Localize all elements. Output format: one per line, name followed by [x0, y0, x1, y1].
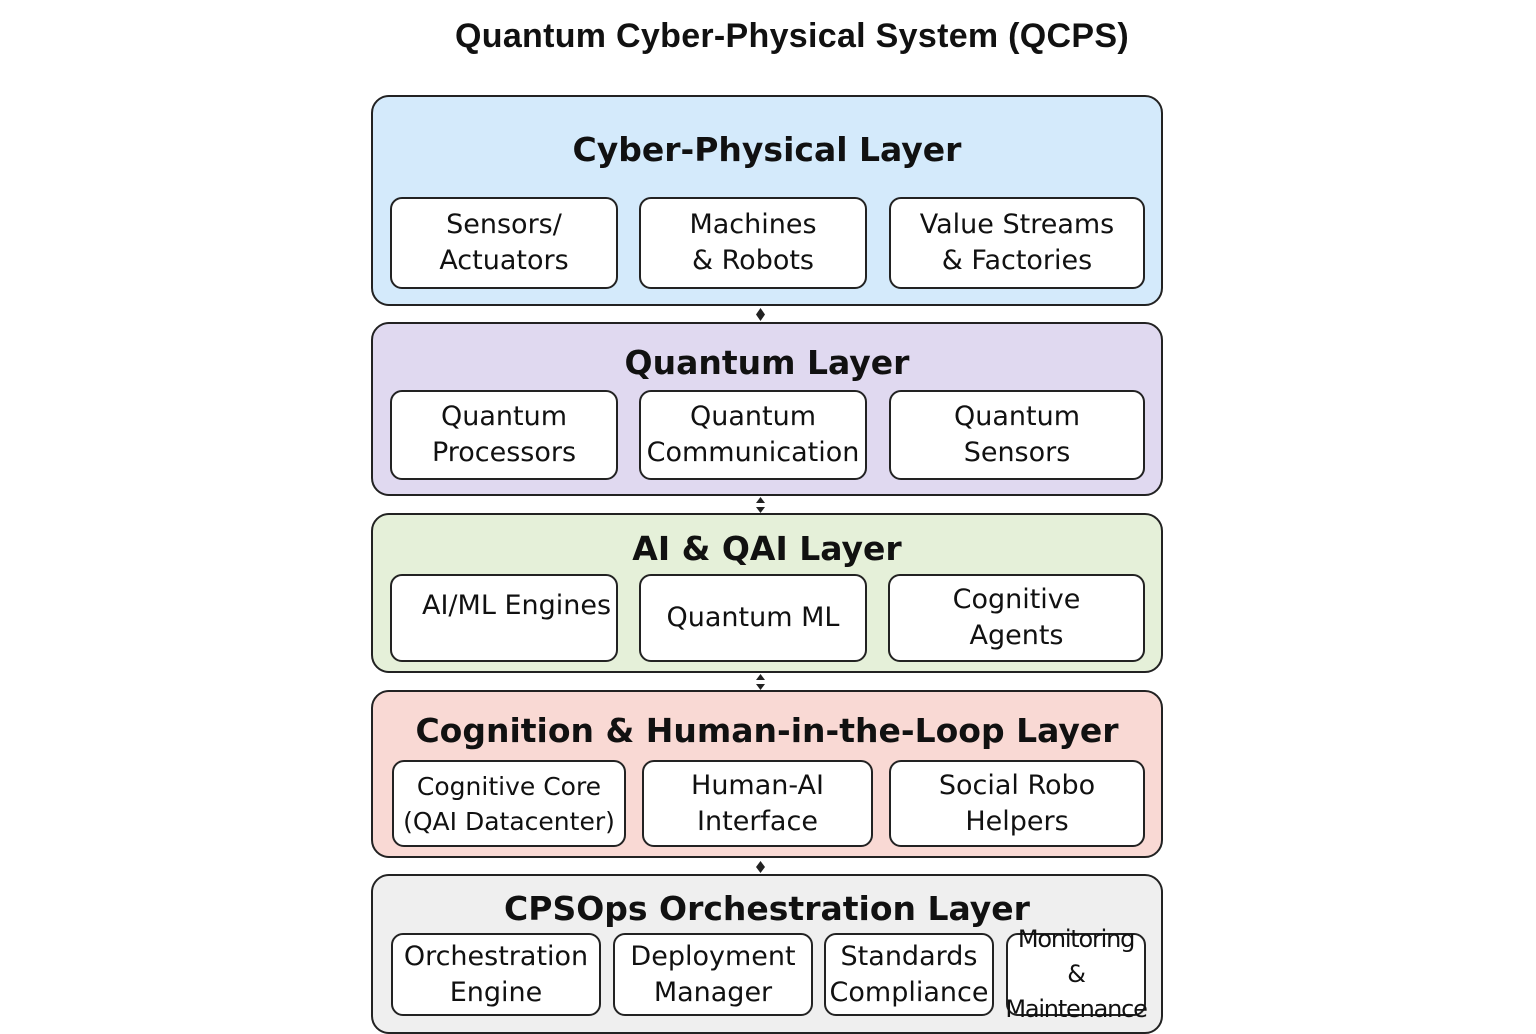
connector-arrow-down — [756, 507, 765, 513]
ai-qai-layer-title: AI & QAI Layer — [632, 529, 902, 568]
cyber-physical-layer: Cyber-Physical Layer Sensors/ Actuators … — [371, 95, 1163, 306]
connector-quantum-ai — [756, 497, 765, 513]
monitoring-maintenance-box: Monitoring & Maintenance — [1005, 925, 1148, 1023]
ai-ml-engines-label: AI/ML Engines — [422, 590, 612, 621]
cpsops-orchestration-layer: CPSOps Orchestration Layer Orchestration… — [371, 874, 1163, 1034]
ai-qai-layer: AI & QAI Layer AI/ML Engines Quantum ML … — [371, 513, 1163, 673]
connector-cognition-cpsops — [756, 861, 765, 873]
ai-ml-engines-box: AI/ML Engines — [390, 574, 618, 662]
connector-arrow-up — [756, 674, 765, 680]
connector-arrow-down — [756, 684, 765, 690]
connector-diamond — [756, 861, 765, 873]
quantum-layer: Quantum Layer Quantum Processors Quantum… — [371, 322, 1163, 496]
diagram-title: Quantum Cyber-Physical System (QCPS) — [455, 17, 1129, 55]
deployment-manager-box: Deployment Manager — [613, 933, 813, 1016]
connector-diamond — [756, 308, 765, 321]
connector-ai-cognition — [756, 674, 765, 690]
social-robo-helpers-box: Social Robo Helpers — [889, 760, 1145, 847]
standards-compliance-box: Standards Compliance — [824, 933, 994, 1016]
cpsops-orchestration-layer-title: CPSOps Orchestration Layer — [504, 889, 1030, 928]
sensors-actuators-box: Sensors/ Actuators — [390, 197, 618, 289]
quantum-processors-box: Quantum Processors — [390, 390, 618, 480]
orchestration-engine-box: Orchestration Engine — [391, 933, 601, 1016]
quantum-communication-box: Quantum Communication — [639, 390, 867, 480]
machines-robots-box: Machines & Robots — [639, 197, 867, 289]
cognitive-agents-box: Cognitive Agents — [888, 574, 1145, 662]
cyber-physical-layer-title: Cyber-Physical Layer — [572, 130, 962, 169]
cognition-human-loop-layer: Cognition & Human-in-the-Loop Layer Cogn… — [371, 690, 1163, 858]
quantum-sensors-box: Quantum Sensors — [889, 390, 1145, 480]
connector-cyber-quantum — [756, 308, 765, 321]
human-ai-interface-box: Human-AI Interface — [642, 760, 873, 847]
cognition-human-loop-layer-title: Cognition & Human-in-the-Loop Layer — [415, 711, 1119, 750]
quantum-layer-title: Quantum Layer — [624, 343, 910, 382]
cognitive-core-box: Cognitive Core (QAI Datacenter) — [392, 760, 626, 847]
connector-arrow-up — [756, 497, 765, 503]
value-streams-factories-box: Value Streams & Factories — [889, 197, 1145, 289]
quantum-ml-box: Quantum ML — [639, 574, 867, 662]
